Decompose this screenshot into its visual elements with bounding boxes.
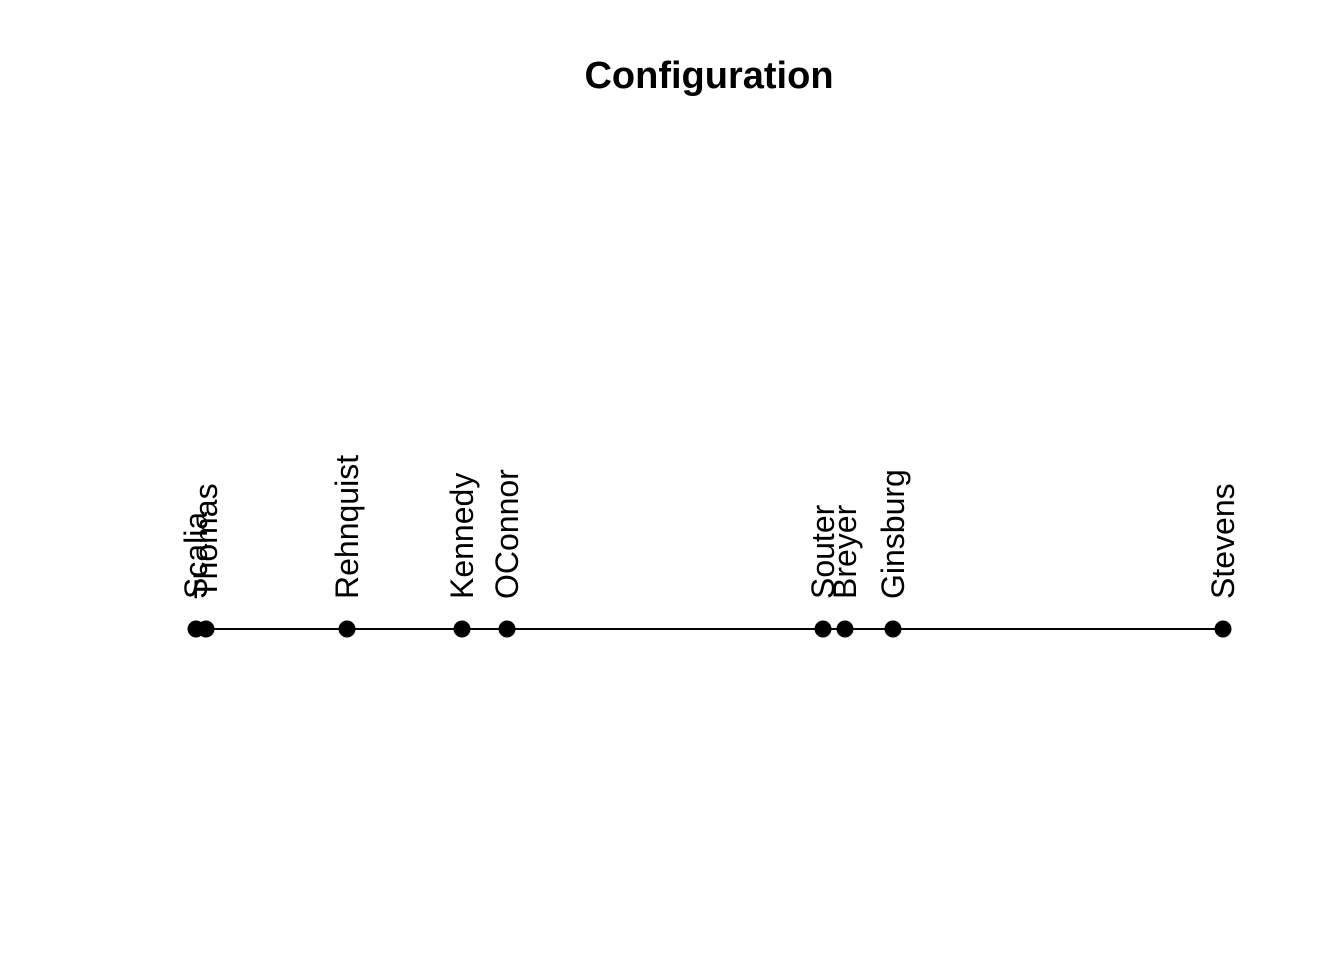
point-label-ginsburg: Ginsburg <box>875 469 911 599</box>
point-label-kennedy: Kennedy <box>444 472 480 599</box>
data-point-thomas <box>197 620 215 638</box>
point-label-thomas: Thomas <box>188 483 224 599</box>
data-point-breyer <box>836 620 854 638</box>
configuration-line <box>196 628 1223 630</box>
data-point-rehnquist <box>338 620 356 638</box>
data-point-oconnor <box>498 620 516 638</box>
point-label-stevens: Stevens <box>1205 483 1241 599</box>
data-point-ginsburg <box>884 620 902 638</box>
data-point-kennedy <box>453 620 471 638</box>
point-label-breyer: Breyer <box>827 504 863 599</box>
data-point-souter <box>814 620 832 638</box>
data-point-stevens <box>1214 620 1232 638</box>
chart-title: Configuration <box>584 55 834 97</box>
point-label-rehnquist: Rehnquist <box>329 454 365 599</box>
point-label-oconnor: OConnor <box>489 469 525 599</box>
